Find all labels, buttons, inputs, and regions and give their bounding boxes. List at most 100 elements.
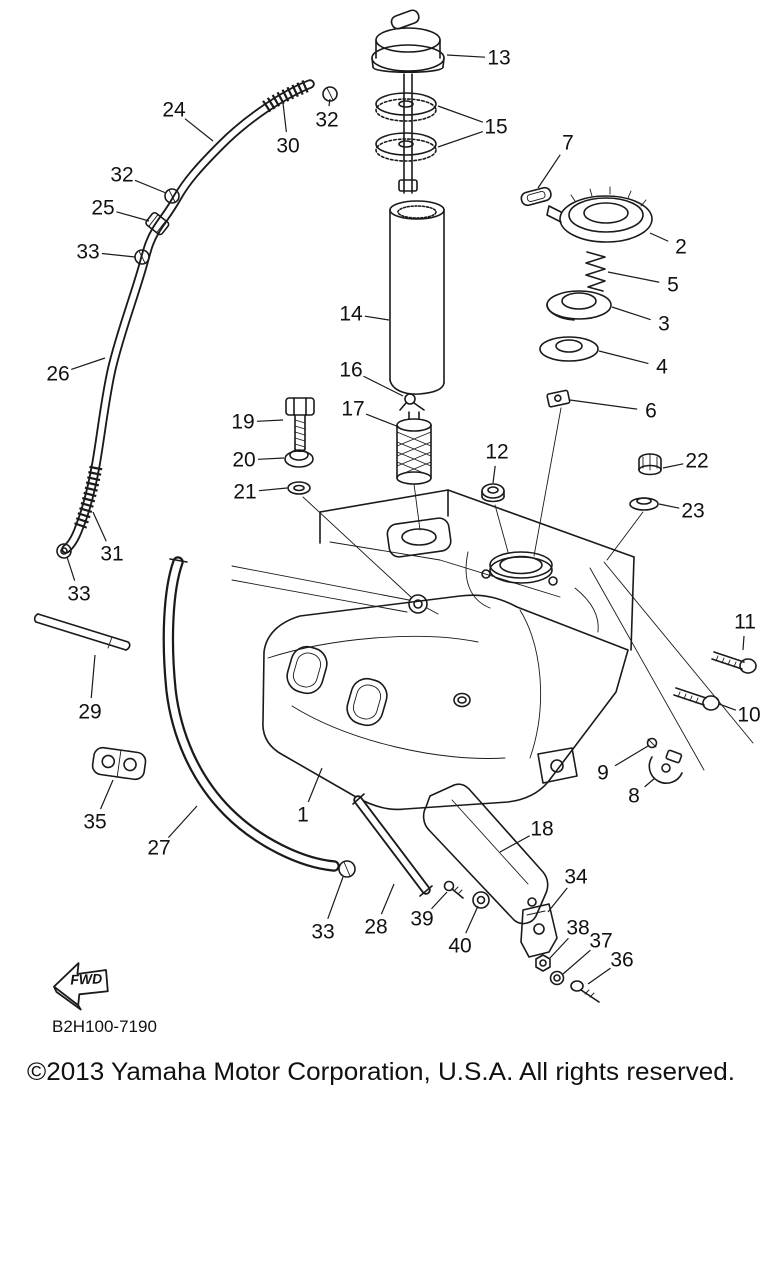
washer-21 (287, 481, 311, 495)
nut-20 (284, 449, 314, 468)
callout-40: 40 (448, 935, 471, 958)
callout-33: 33 (311, 921, 334, 944)
fwd-direction-arrow: FWD (53, 962, 109, 1011)
leader-line-8 (644, 777, 656, 788)
callout-35: 35 (83, 811, 106, 834)
leader-line-3 (611, 306, 651, 321)
assembly-line-22 (606, 511, 644, 561)
leader-line-22 (662, 463, 684, 469)
callout-28: 28 (364, 916, 387, 939)
callout-37: 37 (589, 930, 612, 953)
callout-5: 5 (667, 274, 679, 297)
callout-4: 4 (656, 356, 668, 379)
callout-2: 2 (675, 236, 687, 259)
clip-16 (399, 393, 425, 411)
callout-39: 39 (410, 908, 433, 931)
callout-12: 12 (485, 441, 508, 464)
callout-6: 6 (645, 400, 657, 423)
leader-line-16 (363, 375, 404, 397)
callout-13: 13 (487, 47, 510, 70)
leader-line-31 (92, 511, 107, 542)
leader-line-39 (431, 891, 448, 910)
assembly-line-right-1 (603, 561, 754, 744)
diagram-line-art (33, 9, 757, 1003)
fuel-cap-2 (546, 186, 653, 243)
callout-29: 29 (78, 701, 101, 724)
fwd-label: FWD (70, 970, 102, 987)
fuel-strainer (396, 411, 432, 531)
copyright-text: ©2013 Yamaha Motor Corporation, U.S.A. A… (27, 1058, 735, 1086)
tube-28 (352, 793, 433, 897)
nut-12 (481, 483, 509, 553)
filler-cap-part (371, 9, 445, 74)
spring-5 (585, 251, 606, 292)
callout-9: 9 (597, 762, 609, 785)
callout-27: 27 (147, 837, 170, 860)
leader-line-21 (258, 487, 288, 492)
breather-hose-27 (162, 556, 340, 872)
callout-24: 24 (162, 99, 186, 122)
callout-1: 1 (297, 804, 309, 827)
gasket-lower (375, 132, 437, 162)
clamp-8 (648, 749, 683, 784)
leader-line-36 (587, 967, 611, 985)
leader-line-12 (492, 465, 496, 484)
leader-line-19 (256, 419, 284, 422)
leader-line-26 (71, 357, 106, 371)
clamp-32-top (322, 86, 338, 102)
washer-23 (629, 497, 659, 511)
callout-19: 19 (231, 411, 254, 434)
leader-line-33 (327, 876, 344, 920)
leader-line-13 (446, 54, 486, 58)
leader-line-18 (499, 835, 531, 853)
screw-36 (570, 980, 600, 1003)
callout-8: 8 (628, 785, 640, 808)
plate-7 (520, 186, 552, 207)
filler-tube (389, 200, 445, 395)
leader-line-33 (66, 556, 76, 581)
callout-leader-lines (66, 54, 745, 985)
leader-line-7 (537, 154, 561, 189)
callout-16: 16 (339, 359, 362, 382)
bolt-10 (673, 687, 720, 711)
leader-line-30 (282, 102, 287, 133)
callout-33: 33 (76, 241, 99, 264)
callout-20: 20 (232, 449, 255, 472)
callout-10: 10 (737, 704, 760, 727)
callout-32: 32 (110, 164, 133, 187)
leader-line-34 (547, 887, 568, 913)
bolt-19 (285, 397, 315, 453)
leader-line-33 (101, 252, 136, 258)
leader-line-1 (307, 767, 323, 803)
callout-17: 17 (341, 398, 364, 421)
callout-21: 21 (233, 481, 256, 504)
bracket-35 (91, 746, 147, 781)
nut-6 (546, 389, 571, 408)
fuel-hose-long (61, 79, 315, 554)
leader-line-32 (328, 98, 331, 107)
callout-38: 38 (566, 917, 589, 940)
leader-line-35 (99, 779, 114, 810)
spring-wrap-30 (260, 80, 309, 114)
callout-36: 36 (610, 949, 633, 972)
leader-line-37 (562, 949, 591, 975)
callout-3: 3 (658, 313, 670, 336)
callout-26: 26 (46, 363, 69, 386)
leader-line-27 (167, 805, 198, 839)
leader-line-4 (598, 350, 649, 365)
screw-39 (443, 880, 464, 899)
leader-line-25 (116, 211, 150, 222)
callout-30: 30 (276, 135, 299, 158)
part-code-label: B2H100-7190 (52, 1017, 157, 1036)
leader-line-23 (658, 503, 680, 509)
cap-ring-3 (546, 290, 612, 321)
leader-line-28 (380, 883, 395, 915)
tank-bracket-18 (422, 783, 549, 925)
leader-line-15 (437, 105, 484, 123)
clip-9 (646, 737, 658, 749)
leader-line-29 (90, 654, 96, 699)
bolt-11 (711, 651, 757, 674)
leader-line-17 (365, 413, 400, 428)
